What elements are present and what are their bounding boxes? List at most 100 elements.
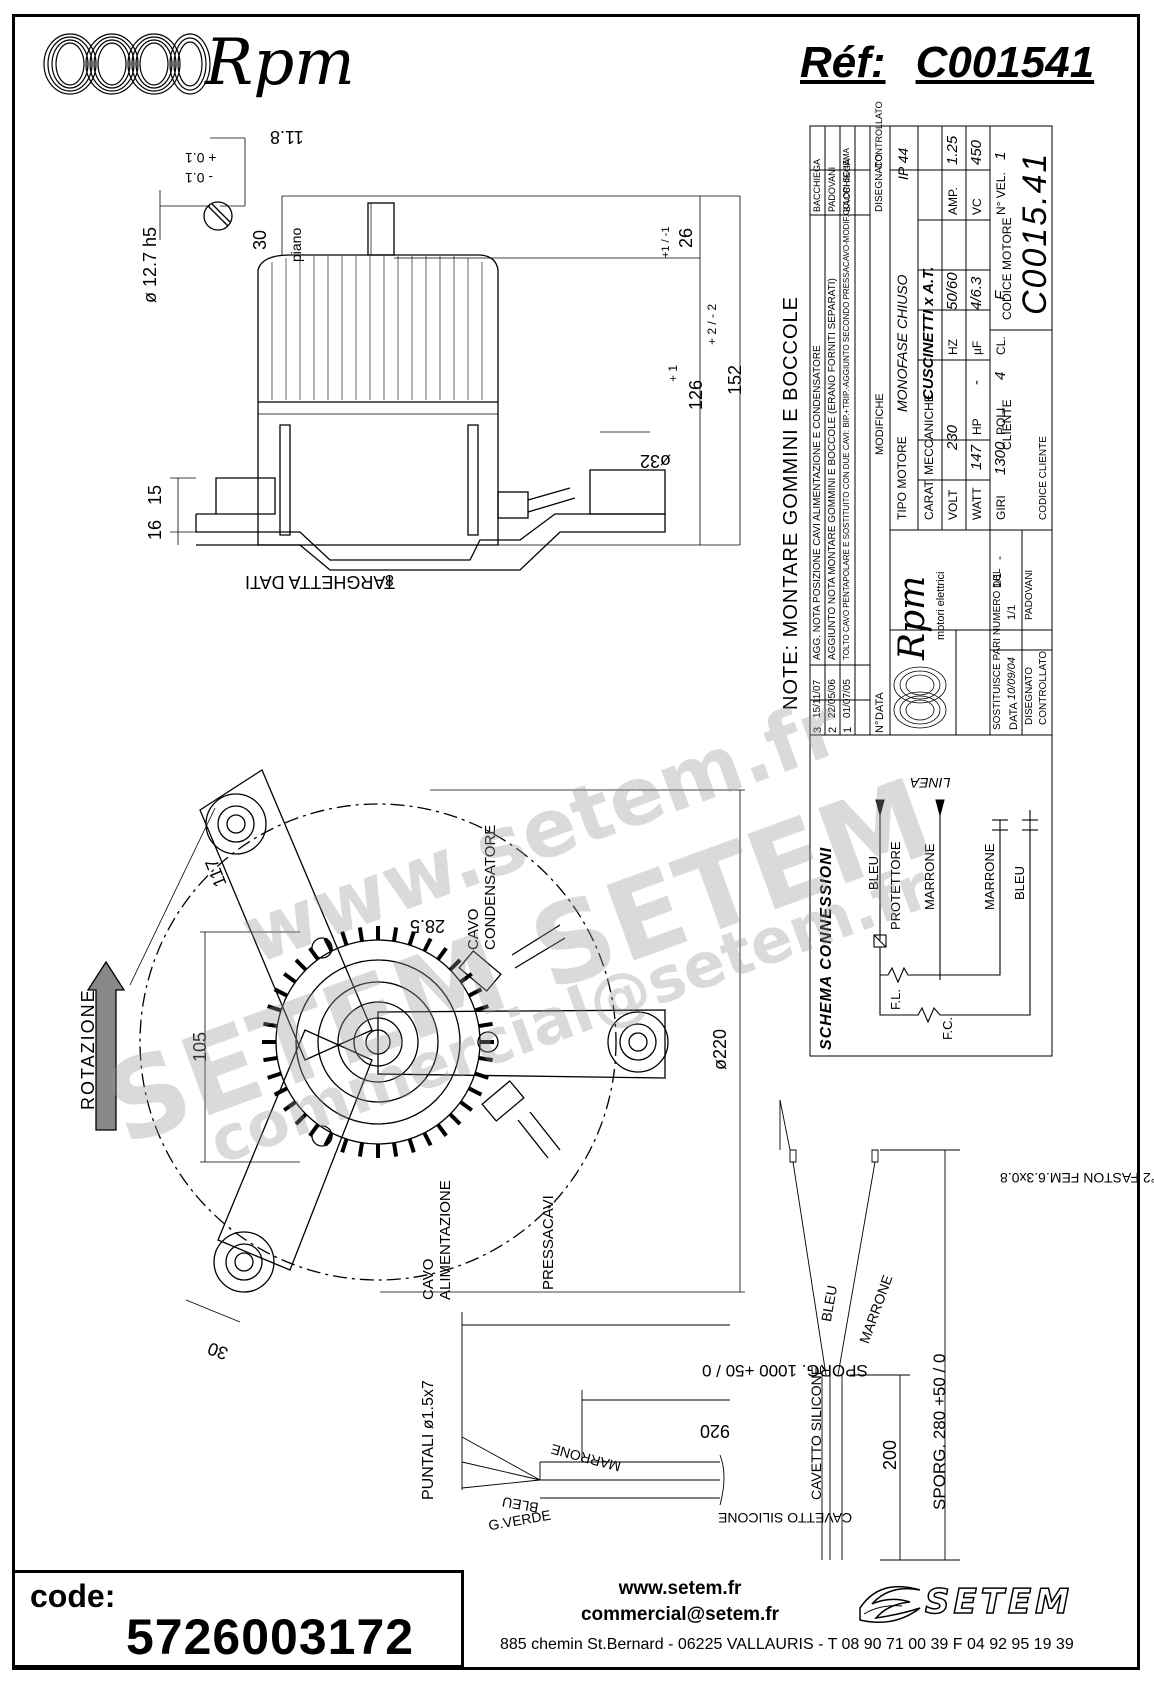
tolerance-plus: + 0.1 [185,150,217,166]
faston-label: N°2 FASTON FEM.6.3x0.8 [1000,1170,1154,1186]
revision-1-drawn: BACCHIEGA [842,158,852,212]
cooling-fin [323,937,334,953]
motor-plan-view [86,769,745,1323]
revision-2-date: 22/05/06 [827,679,838,718]
cooling-fin [391,1142,399,1157]
cooling-fin [340,931,349,946]
cooling-fin [323,1131,334,1147]
revision-3-desc: AGG. NOTA POSIZIONE CAVI ALIMENTAZIONE E… [812,345,823,660]
cl-label: CL. [994,336,1008,355]
shaft-length-dim: 30 [250,229,270,250]
code-box [14,1570,464,1668]
capacitor-cable-label: CAVO CONDENSATORE [465,824,499,950]
dim-15: 15 [145,484,165,505]
cliente-label: CLIENTE [1000,399,1014,450]
volt-value: 230 [944,424,961,450]
revision-1-date: 01/07/05 [842,679,853,718]
cooling-fin [422,1131,433,1147]
revision-1-desc: TOLTO CAVO PENTAPOLARE E SOSTITUITO CON … [842,147,851,660]
scale-value-1: 1/1 [1006,604,1018,620]
cooling-fin [407,931,416,946]
title-block-grid [809,125,1053,1057]
title-block-logo-coil [893,666,947,729]
cooling-fin [436,946,448,961]
dim-32: ø32 [640,451,672,471]
revision-3-drawn: BACCHIEGA [812,158,822,212]
schema-protector-label: PROTETTORE [888,841,903,930]
revision-header-n: N° [874,720,886,733]
dim-152-tolerance: + 2 / - 2 [705,303,719,345]
cooling-fin [422,937,433,953]
data-value: 10/09/04 [1006,657,1018,700]
vc-value: 450 [968,139,985,165]
setem-logo-text: SETEM [924,1581,1073,1623]
cooling-fin [478,1021,493,1029]
cooling-fin [478,1055,493,1063]
cooling-fin [340,1138,349,1153]
code-value: 5726003172 [126,1609,415,1665]
dim-220: ø220 [710,1028,730,1070]
sostituisce-label: SOSTITUISCE PARI NUMERO DEL [992,568,1003,730]
hp-label: HP [970,418,984,435]
cooling-fin [282,1100,297,1112]
flat-label: piano [288,227,304,262]
hz-value: 50/60 [944,272,961,310]
dim-16: 16 [145,519,165,540]
cooling-fin [474,1004,489,1013]
footer-website[interactable]: www.setem.fr [618,1578,742,1599]
carat-value: CUSCINETTI x A.T. [920,266,937,400]
hz-label: HZ [946,339,960,355]
dim-920: 920 [700,1421,731,1441]
cooling-fin [467,1086,483,1097]
tipo-motore-label: TIPO MOTORE [895,436,909,520]
codice-cliente-label: CODICE CLIENTE [1038,436,1049,520]
scale-value-2: 1/1 [992,572,1004,588]
cap-cable-length-dim: SPORG. 280 +50 / 0 [930,1353,949,1510]
cable-tips-label: PUNTALI ø1.5x7 [420,1380,437,1500]
cooling-fin [357,1142,365,1157]
revision-header-desc: MODIFICHE [874,393,886,455]
title-brand: Rpm [892,575,933,660]
nameplate-label: TARGHETTA DATI [244,572,395,592]
amp-value: 1.25 [944,135,961,165]
dim-126-tolerance: + 1 [666,364,680,382]
carat-label: CARAT. MECCANICHE [922,394,936,520]
reference-number: Réf:C001541 [800,38,1094,88]
assembly-note: NOTE: MONTARE GOMMINI E BOCCOLE [780,296,802,710]
cooling-fin [263,1055,278,1063]
cable-view [461,1312,730,1506]
cooling-fin [267,1004,282,1013]
cable-gland-label: PRESSACAVI [540,1195,557,1290]
cooling-fin [267,1071,282,1080]
dim-105: 105 [190,1031,210,1062]
footer-email[interactable]: commercial@setem.fr [580,1604,780,1625]
cooling-fin [459,1100,474,1112]
uf-value: 4/6.3 [968,276,985,310]
revision-header-checked: CONTROLLATO [874,101,884,168]
rotation-label: ROTAZIONE [78,988,98,1110]
capacitor-cable-view [779,1099,960,1561]
rpm-coil-logo [43,33,211,95]
poli-value: 4 [992,371,1009,380]
footer-address: 885 chemin St.Bernard - 06225 VALLAURIS … [500,1636,1074,1653]
tipo-motore-value: MONOFASE CHIUSO [894,274,910,412]
ref-label: Réf: [800,38,886,87]
cooling-fin [294,958,308,972]
amp-label: AMP. [946,187,960,215]
dim-28-5: 28.5 [410,916,446,936]
vc-label: VC [970,198,984,215]
revision-2-desc: AGGIUNTO NOTA MONTARE GOMMINI E BOCCOLE … [827,278,838,660]
uf-label: µF [970,340,984,355]
schema-title: SCHEMA CONNESSIONI [818,846,835,1050]
cooling-fin [391,927,399,942]
revision-3-number: 3 [812,726,824,733]
dim-126: 126 [686,379,706,410]
watt-value: 147 [968,444,985,470]
title-brand-sub: motori elettrici [935,571,947,640]
cooling-fin [448,958,462,972]
codice-motore-label: CODICE MOTORE [1000,217,1014,320]
cooling-fin [407,1138,416,1153]
cap-cable-type-label: CAVETTO SILICONE [808,1365,824,1500]
revision-2-drawn: PADOVANI [827,166,837,212]
